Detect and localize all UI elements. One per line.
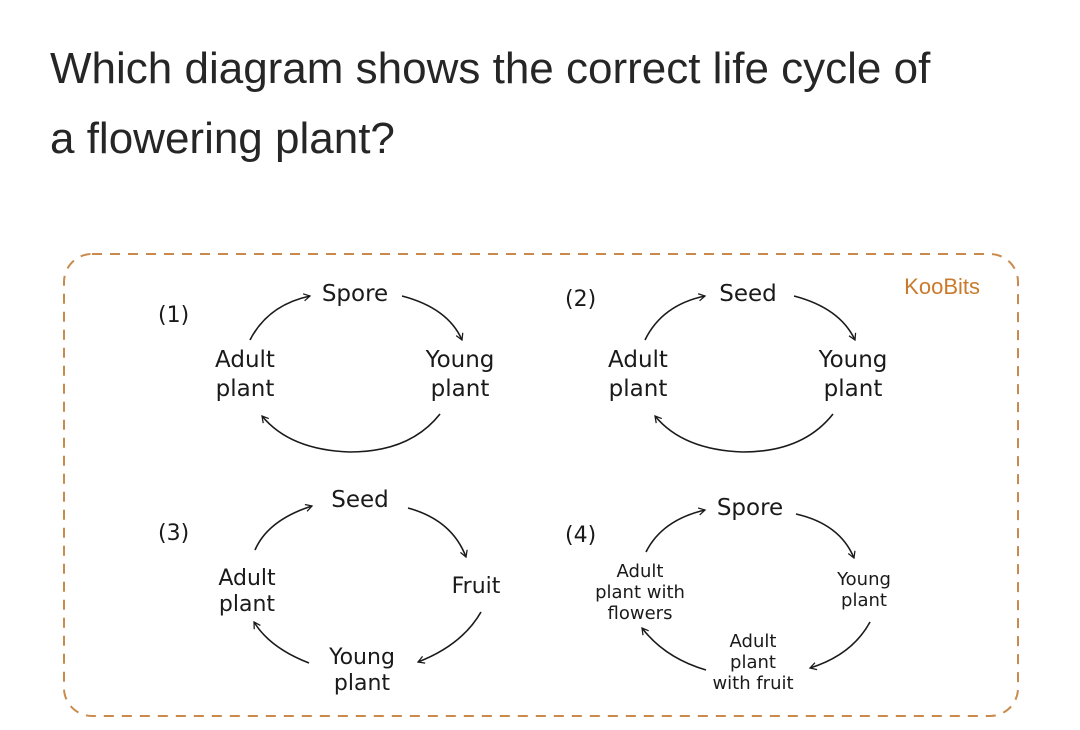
- diagram-2-arrow-top-to-right: [793, 295, 857, 342]
- diagram-4: (4) Spore Young plant Adult plant with f…: [565, 495, 891, 694]
- diagram-3-arrow-right-to-bottom: [416, 611, 482, 664]
- diagram-2-stage-top: Seed: [719, 281, 777, 307]
- diagram-4-arrow-right-to-bottom: [808, 621, 871, 671]
- question-text: Which diagram shows the correct life cyc…: [50, 34, 1050, 174]
- diagram-4-stage-right-line2: plant: [841, 590, 887, 611]
- diagram-1-arrow-top-to-right: [401, 295, 464, 342]
- diagram-2-stage-left-line2: plant: [609, 376, 668, 402]
- diagram-3-arrow-bottom-to-left: [253, 620, 310, 664]
- dashed-frame: [63, 253, 1019, 717]
- diagram-1-stage-right-line2: plant: [431, 376, 490, 402]
- diagram-4-stage-left-line3: flowers: [608, 603, 673, 624]
- diagram-3-number: (3): [158, 521, 189, 546]
- diagram-1-stage-top: Spore: [322, 281, 388, 307]
- diagram-3: (3) Seed Fruit Young plant Adult plant: [158, 487, 501, 696]
- koobits-logo-text: KooBits: [904, 274, 980, 299]
- diagram-3-stage-left-line2: plant: [219, 592, 276, 617]
- diagram-2-stage-left-line1: Adult: [608, 347, 668, 373]
- diagram-3-arrow-left-to-top: [254, 503, 314, 551]
- diagram-4-stage-top: Spore: [717, 495, 783, 521]
- diagram-3-stage-right: Fruit: [452, 574, 501, 599]
- diagram-2-stage-right-line1: Young: [818, 347, 888, 373]
- diagram-1-stage-left-line2: plant: [216, 376, 275, 402]
- diagram-4-stage-bottom-line2: plant: [730, 652, 776, 673]
- diagram-1-stage-right-line1: Young: [425, 347, 495, 373]
- diagram-4-stage-bottom-line3: with fruit: [712, 673, 793, 694]
- diagram-2-number: (2): [565, 287, 596, 312]
- diagram-2-arrow-right-to-left: [654, 413, 834, 453]
- diagram-1: (1) Spore Young plant Adult plant: [158, 281, 495, 453]
- diagram-1-arrow-right-to-left: [261, 413, 441, 453]
- diagram-4-stage-right-line1: Young: [836, 569, 891, 590]
- diagram-3-stage-left-line1: Adult: [218, 566, 276, 591]
- diagram-3-stage-bottom-line1: Young: [328, 645, 395, 670]
- diagram-4-arrow-bottom-to-left: [641, 626, 707, 671]
- question-line-2: a flowering plant?: [50, 114, 395, 163]
- diagram-1-arrow-left-to-top: [249, 293, 312, 341]
- diagram-3-stage-bottom-line2: plant: [334, 671, 391, 696]
- diagram-1-stage-left-line1: Adult: [215, 347, 275, 373]
- question-line-1: Which diagram shows the correct life cyc…: [50, 44, 931, 93]
- diagram-4-stage-left-line2: plant with: [595, 582, 685, 603]
- diagram-1-number: (1): [158, 303, 189, 328]
- diagram-4-arrow-left-to-top: [645, 507, 707, 553]
- diagram-3-stage-top: Seed: [331, 487, 389, 513]
- diagram-4-stage-bottom-line1: Adult: [730, 631, 777, 652]
- diagram-4-number: (4): [565, 523, 596, 548]
- diagram-2-stage-right-line2: plant: [824, 376, 883, 402]
- diagram-3-arrow-top-to-right: [407, 507, 468, 559]
- diagram-2: (2) Seed Young plant Adult plant: [565, 281, 888, 453]
- diagram-4-stage-left-line1: Adult: [617, 561, 664, 582]
- diagram-2-arrow-left-to-top: [644, 293, 707, 341]
- diagram-4-arrow-top-to-right: [795, 513, 856, 560]
